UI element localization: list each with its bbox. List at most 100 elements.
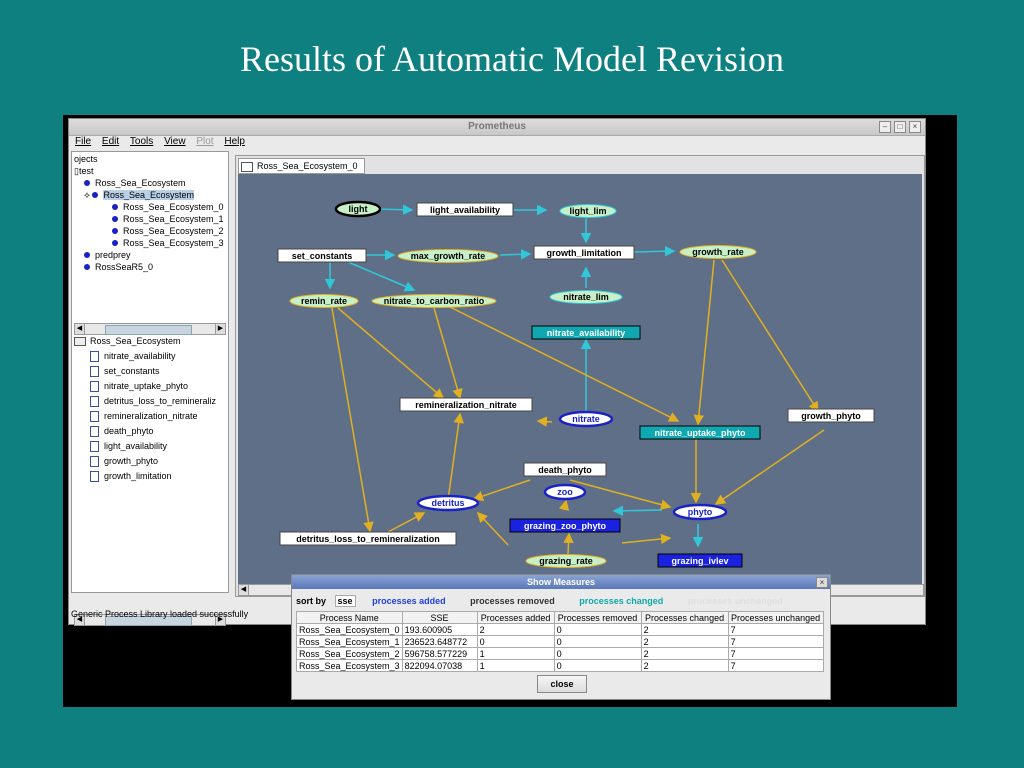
- node-remin-rate[interactable]: remin_rate: [289, 294, 359, 308]
- menu-edit[interactable]: Edit: [101, 136, 120, 147]
- tree-item[interactable]: predprey: [84, 250, 131, 260]
- cell: 0: [553, 647, 642, 660]
- tree-item[interactable]: Ross_Sea_Ecosystem_3: [112, 238, 224, 248]
- menu-help[interactable]: Help: [224, 136, 245, 147]
- node-grazing-rate[interactable]: grazing_rate: [525, 554, 607, 568]
- node-set-constants[interactable]: set_constants: [277, 248, 367, 263]
- tree-hscrollbar[interactable]: ◀ ▶: [74, 323, 226, 335]
- scroll-left-icon[interactable]: ◀: [74, 614, 85, 626]
- col-sse[interactable]: SSE: [401, 611, 478, 624]
- col-processes-removed[interactable]: Processes removed: [553, 611, 642, 624]
- scroll-left-icon[interactable]: ◀: [74, 323, 85, 335]
- scroll-thumb[interactable]: [105, 325, 192, 335]
- bullet-icon: [84, 252, 90, 258]
- filter-processes-unchanged[interactable]: processes unchanged: [687, 596, 783, 606]
- maximize-button[interactable]: □: [894, 121, 906, 133]
- tree-item[interactable]: Ross_Sea_Ecosystem: [84, 178, 186, 188]
- tree-item-selected[interactable]: ⟡ Ross_Sea_Ecosystem: [84, 190, 194, 201]
- cell: 1: [476, 647, 555, 660]
- node-growth-rate[interactable]: growth_rate: [679, 245, 757, 259]
- node-growth-phyto[interactable]: growth_phyto: [787, 408, 875, 423]
- node-zoo[interactable]: zoo: [543, 483, 587, 501]
- scroll-thumb[interactable]: [105, 616, 192, 626]
- close-button[interactable]: close: [537, 675, 587, 693]
- node-nitrate-lim[interactable]: nitrate_lim: [549, 290, 623, 304]
- process-item[interactable]: death_phyto: [90, 426, 154, 438]
- bullet-icon: [112, 228, 118, 234]
- process-item[interactable]: set_constants: [90, 366, 160, 378]
- node-grazing-zoo-phyto[interactable]: grazing_zoo_phyto: [509, 518, 621, 533]
- tree-item[interactable]: Ross_Sea_Ecosystem_2: [112, 226, 224, 236]
- node-light-lim[interactable]: light_lim: [559, 204, 617, 218]
- process-item[interactable]: nitrate_availability: [90, 351, 176, 363]
- cell: 2: [640, 635, 729, 648]
- process-item[interactable]: detritus_loss_to_remineraliz: [90, 396, 216, 408]
- close-window-button[interactable]: ×: [909, 121, 921, 133]
- cell: 0: [476, 635, 555, 648]
- scroll-right-icon[interactable]: ▶: [215, 323, 226, 335]
- scroll-right-icon[interactable]: ▶: [215, 614, 226, 626]
- node-nitrate-uptake-phyto[interactable]: nitrate_uptake_phyto: [639, 425, 761, 440]
- minimize-button[interactable]: –: [879, 121, 891, 133]
- node-remineralization-nitrate[interactable]: remineralization_nitrate: [399, 397, 533, 412]
- process-item[interactable]: growth_limitation: [90, 471, 172, 483]
- tree-item[interactable]: Ross_Sea_Ecosystem_1: [112, 214, 224, 224]
- col-process-name[interactable]: Process Name: [296, 611, 403, 624]
- menu-tools[interactable]: Tools: [129, 136, 154, 147]
- node-max-growth-rate[interactable]: max_growth_rate: [397, 249, 499, 263]
- cell: Ross_Sea_Ecosystem_1: [296, 635, 403, 648]
- process-hscrollbar[interactable]: ◀ ▶: [74, 614, 226, 626]
- model-canvas: Ross_Sea_Ecosystem_0: [235, 155, 925, 597]
- canvas-tab[interactable]: Ross_Sea_Ecosystem_0: [238, 158, 365, 174]
- node-grazing-ivlev[interactable]: grazing_ivlev: [657, 553, 743, 568]
- node-light[interactable]: light: [334, 200, 382, 218]
- process-item[interactable]: growth_phyto: [90, 456, 158, 468]
- menu-plot[interactable]: Plot: [196, 136, 214, 147]
- process-item[interactable]: remineralization_nitrate: [90, 411, 198, 423]
- tree-item[interactable]: RossSeaR5_0: [84, 262, 153, 272]
- prometheus-window: Prometheus – □ × File Edit Tools View Pl…: [68, 118, 926, 626]
- node-detritus[interactable]: detritus: [416, 494, 480, 512]
- node-phyto[interactable]: phyto: [672, 503, 728, 521]
- dialog-close-icon[interactable]: ×: [816, 577, 828, 588]
- table-header: Process Name SSE Processes added Process…: [296, 611, 824, 624]
- col-processes-unchanged[interactable]: Processes unchanged: [727, 611, 824, 624]
- cell: 0: [553, 623, 642, 636]
- scroll-left-icon[interactable]: ◀: [238, 584, 249, 596]
- window-titlebar[interactable]: Prometheus – □ ×: [69, 119, 925, 136]
- menu-file[interactable]: File: [75, 136, 92, 147]
- process-item-label: set_constants: [104, 366, 160, 376]
- node-death-phyto[interactable]: death_phyto: [523, 462, 607, 477]
- process-item[interactable]: light_availability: [90, 441, 167, 453]
- cell: 7: [727, 659, 824, 672]
- menu-view[interactable]: View: [164, 136, 186, 147]
- process-item[interactable]: nitrate_uptake_phyto: [90, 381, 188, 393]
- sort-select[interactable]: sse: [334, 595, 356, 607]
- cell: 2: [640, 659, 729, 672]
- tree-item[interactable]: Ross_Sea_Ecosystem_0: [112, 202, 224, 212]
- document-icon: [90, 456, 99, 468]
- tree-root[interactable]: ojects: [74, 154, 98, 164]
- node-detritus-loss-to-remineralization[interactable]: detritus_loss_to_remineralization: [279, 531, 457, 546]
- filter-processes-added[interactable]: processes added: [372, 596, 446, 606]
- node-nitrate-availability[interactable]: nitrate_availability: [531, 325, 641, 340]
- tree-test[interactable]: ▯test: [74, 166, 94, 176]
- col-processes-added[interactable]: Processes added: [476, 611, 555, 624]
- filter-processes-removed[interactable]: processes removed: [470, 596, 555, 606]
- node-light-availability[interactable]: light_availability: [416, 202, 514, 217]
- cell: 7: [727, 623, 824, 636]
- node-growth-limitation[interactable]: growth_limitation: [533, 245, 635, 260]
- process-tree-root[interactable]: Ross_Sea_Ecosystem: [74, 336, 181, 347]
- tree-test-label: test: [78, 166, 94, 176]
- node-nitrate-to-carbon-ratio[interactable]: nitrate_to_carbon_ratio: [371, 294, 497, 308]
- node-nitrate[interactable]: nitrate: [558, 410, 614, 428]
- filter-processes-changed[interactable]: processes changed: [579, 596, 664, 606]
- node-label: nitrate_to_carbon_ratio: [384, 296, 485, 306]
- expand-icon[interactable]: ⟡: [84, 190, 93, 200]
- col-processes-changed[interactable]: Processes changed: [640, 611, 729, 624]
- cell: Ross_Sea_Ecosystem_0: [296, 623, 403, 636]
